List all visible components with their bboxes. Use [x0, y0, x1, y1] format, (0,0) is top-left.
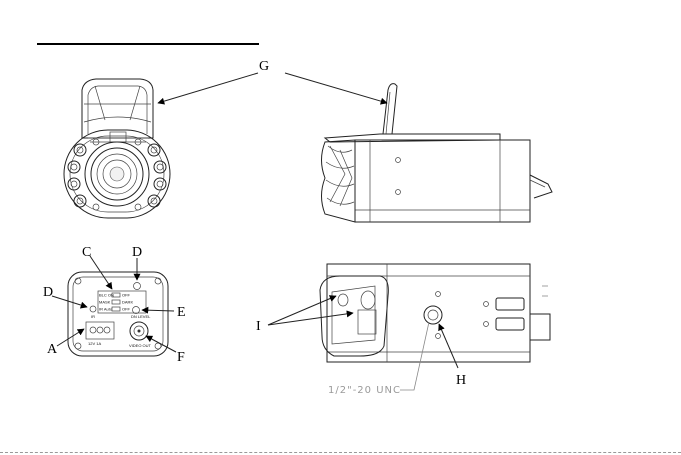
- callout-d-top: D: [132, 245, 142, 260]
- rear-label-power: 12V 1A: [88, 341, 101, 346]
- callout-a: A: [47, 342, 58, 357]
- rear-label-ir: IR Auto: [99, 307, 113, 312]
- callout-lines: [52, 73, 458, 390]
- side-view: [322, 84, 553, 222]
- front-view: [64, 79, 170, 218]
- callout-f: F: [177, 350, 185, 365]
- callout-h: H: [456, 373, 466, 388]
- rear-label-mask: MASK: [99, 300, 111, 305]
- rear-label-dark: DARK: [122, 300, 133, 305]
- thread-spec-label: 1/2"-20 UNC: [328, 385, 401, 396]
- rear-view: BLC ON MASK IR Auto OFF DARK OFF DN LEVE…: [68, 272, 168, 356]
- rear-label-blc: BLC ON: [99, 293, 114, 298]
- callout-g: G: [259, 59, 269, 74]
- callout-c: C: [82, 245, 91, 260]
- rear-label-ir-led: IR: [91, 314, 95, 319]
- rear-label-off-1: OFF: [122, 293, 131, 298]
- callout-i: I: [256, 319, 261, 334]
- rear-label-video-out: VIDEO OUT: [129, 343, 152, 348]
- callout-d-left: D: [43, 285, 53, 300]
- page-bottom-rule: [0, 452, 681, 453]
- bottom-view: [320, 264, 550, 362]
- callout-e: E: [177, 305, 186, 320]
- rear-label-dn-level: DN LEVEL: [131, 314, 151, 319]
- rear-label-off-3: OFF: [122, 307, 131, 312]
